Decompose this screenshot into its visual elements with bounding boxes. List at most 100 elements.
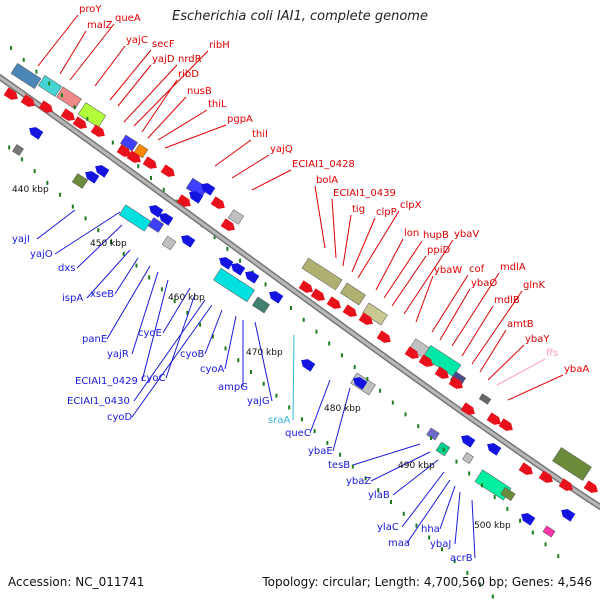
forward-gene-arrow [486,412,501,425]
minor-tick [328,341,331,346]
cog-block [12,144,24,156]
gene-label: malZ [87,20,113,31]
reverse-gene-arrow [201,183,216,196]
gene-label: proY [79,4,102,15]
minor-tick [402,511,405,516]
forward-gene-arrow [38,100,53,113]
minor-tick [366,376,369,381]
minor-tick [351,464,354,469]
gene-label: ffs [546,348,558,359]
gene-label: yajC [126,35,148,46]
leader-line [204,309,223,355]
leader-line [375,238,404,291]
minor-tick [430,436,432,440]
minor-tick [377,488,380,493]
leader-line [165,293,196,379]
gene-label: queA [115,13,141,24]
kbp-tick: 460 kbp [168,293,205,303]
kbp-tick: 450 kbp [90,239,127,249]
leader-line [401,471,445,528]
kbp-tick: 470 kbp [246,348,283,358]
gene-label: tig [352,204,365,215]
gene-label: clpX [400,200,422,211]
reverse-gene-arrow [231,263,246,276]
forward-gene-arrow [404,346,419,359]
leader-line [109,49,152,101]
forward-gene-arrow [538,470,553,483]
leader-line [114,257,139,295]
minor-tick [404,412,407,417]
gene-label: bolA [316,175,338,186]
leader-line [342,214,352,267]
leader-line [406,479,451,544]
gene-label: ampG [218,382,248,393]
cog-block [118,204,152,232]
gene-label: panE [82,334,107,345]
leader-line [157,109,208,141]
kbp-tick: 480 kbp [324,404,361,414]
reverse-gene-arrow [189,191,204,204]
forward-gene-arrow [142,156,157,169]
gene-label: lon [404,228,419,239]
minor-tick [224,346,227,351]
reverse-gene-arrow [29,127,44,140]
gene-label: ECIAI1_0429 [75,376,138,387]
forward-gene-arrow [176,194,191,207]
cog-block [301,257,343,291]
leader-line [496,358,546,386]
minor-tick [226,246,229,251]
minor-tick [262,381,265,386]
gene-label: nusB [187,86,212,97]
minor-tick [71,204,74,209]
leader-line [164,124,227,149]
leader-line [479,329,507,373]
minor-tick [22,57,25,62]
gene-label: amtB [507,319,534,330]
leader-line [487,344,525,381]
gene-label: cyoD [107,412,133,423]
minor-tick [122,251,125,256]
gene-label: thiI [252,129,268,140]
genome-summary-text: Topology: circular; Length: 4,700,560 bp… [262,575,592,589]
leader-line [69,23,115,81]
minor-tick [111,140,114,145]
minor-tick [315,329,318,334]
forward-gene-arrow [342,304,357,317]
leader-line [507,374,564,401]
minor-tick [137,164,140,169]
gene-label: dxs [58,263,75,274]
minor-tick [290,306,292,310]
leader-line [439,485,456,530]
forward-gene-arrow [60,108,75,121]
leader-line [309,379,331,434]
leader-line [392,459,439,496]
leader-line [439,288,471,341]
minor-tick [302,317,305,322]
leader-line [37,14,79,67]
minor-tick [211,334,214,339]
gene-label: clpP [376,207,397,218]
leader-line [314,185,326,249]
minor-tick [353,365,356,370]
minor-tick [326,440,329,445]
gene-label: ECIAI1_0430 [67,396,130,407]
minor-tick [186,310,189,315]
gene-label: ECIAI1_0439 [333,188,396,199]
forward-gene-arrow [126,150,141,163]
reverse-gene-arrow [301,359,316,372]
leader-line [117,64,152,107]
kbp-tick: 440 kbp [12,185,49,195]
gene-label: ybaV [454,229,479,240]
minor-tick [379,388,382,393]
forward-gene-arrow [220,218,235,231]
leader-line [370,451,431,482]
gene-label: maa [388,538,410,549]
forward-gene-arrow [448,376,463,389]
reverse-gene-arrow [159,213,174,226]
minor-tick [415,523,418,528]
reverse-gene-arrow [521,513,536,526]
cog-block [71,173,89,189]
leader-line [54,211,121,255]
forward-gene-arrow [376,330,391,343]
gene-label: xseB [90,289,114,300]
